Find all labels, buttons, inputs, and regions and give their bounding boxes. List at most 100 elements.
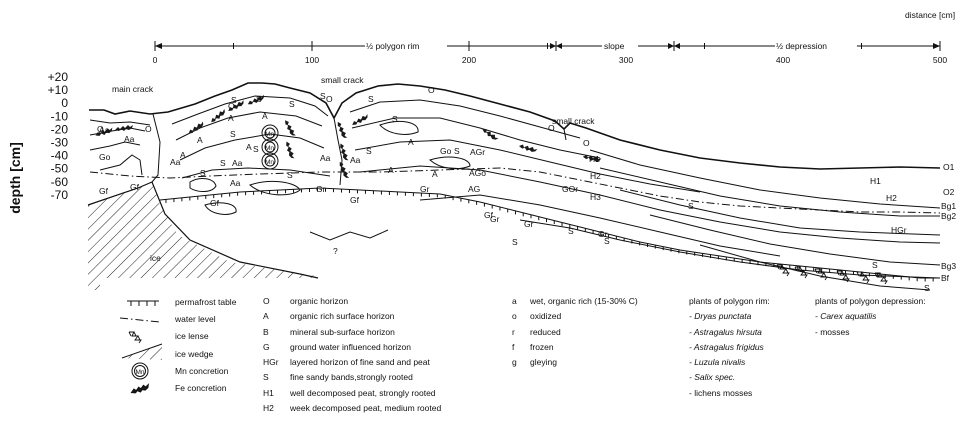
horizon-label: O2 [943, 187, 955, 197]
rim-plant: - Luzula nivalis [689, 355, 770, 370]
horizon-label: Aa [320, 153, 331, 163]
horizon-label: Bg1 [941, 201, 956, 211]
horizon-label: O [145, 124, 152, 134]
y-tick-label: -40 [51, 149, 69, 163]
legend-horizon-code: H2 [263, 401, 279, 416]
legend-suffix-desc: gleying [530, 355, 638, 370]
y-tick-label: +20 [48, 70, 69, 84]
depression-plants-title: plants of polygon depression: [815, 294, 926, 309]
distance-axis: distance [cm] 0100200300400500 [153, 10, 955, 65]
horizon-label: S [568, 226, 574, 236]
horizon-label: A [197, 135, 203, 145]
horizon-label: A [228, 113, 234, 123]
legend-rim-plants: plants of polygon rim: - Dryas punctata … [689, 294, 770, 401]
horizon-label: Mn [265, 145, 274, 152]
horizon-label: H1 [870, 176, 881, 186]
horizon-label: Gr [524, 219, 534, 229]
legend-depression-plants: plants of polygon depression: - Carex aq… [815, 294, 926, 340]
legend-ice-lense-symbol [129, 332, 141, 343]
horizon-label: H1 [589, 154, 600, 164]
horizon-label: H2 [886, 193, 897, 203]
horizon-label: Mn [265, 159, 274, 166]
horizon-label: S [253, 144, 259, 154]
horizon-label: S [366, 146, 372, 156]
legend-suffix-code: r [512, 325, 517, 340]
horizon-label: Gf [350, 195, 360, 205]
horizon-label: A [388, 165, 394, 175]
x-tick-label: 200 [462, 55, 476, 65]
legend-symbol-label: ice lense [175, 328, 236, 345]
horizon-label: AGo [469, 168, 486, 178]
horizon-label: Bg2 [941, 211, 956, 221]
horizon-label: Gr [316, 184, 326, 194]
horizon-label: S [231, 95, 237, 105]
legend-horizon-desc: layered horizon of fine sand and peat [290, 355, 441, 370]
legend-horizon-desc: mineral sub-surface horizon [290, 325, 441, 340]
legend-suffix-desc: frozen [530, 340, 638, 355]
y-tick-label: -70 [51, 188, 69, 202]
horizon-label: AG [468, 184, 480, 194]
y-tick-label: +10 [48, 83, 69, 97]
legend-suffix-code: o [512, 309, 517, 324]
x-tick-label: 0 [153, 55, 158, 65]
horizon-label: S [688, 201, 694, 211]
rim-plant: - lichens mosses [689, 386, 770, 401]
horizon-label: S [200, 168, 206, 178]
horizon-label: Gf [130, 182, 140, 192]
horizon-label: Go [440, 146, 452, 156]
horizon-label: Bf [941, 273, 950, 283]
legend-suffix-desc: oxidized [530, 309, 638, 324]
horizon-label: H2 [590, 171, 601, 181]
horizon-label: Aa [350, 155, 361, 165]
horizon-label: Aa [230, 178, 241, 188]
y-tick-label: -60 [51, 175, 69, 189]
zone-slope-label: slope [604, 41, 625, 51]
horizon-label: S [230, 129, 236, 139]
permafrost-table [160, 188, 940, 278]
rim-plants-title: plants of polygon rim: [689, 294, 770, 309]
small-crack-top-label: small crack [321, 75, 364, 85]
question-mark: ? [333, 246, 338, 256]
ground-surface [89, 83, 940, 169]
horizon-label: S [454, 146, 460, 156]
legend-horizon-desc: organic horizon [290, 294, 441, 309]
legend-ice-wedge-symbol [122, 344, 162, 360]
legend-permafrost-symbol [127, 301, 159, 306]
y-tick-label: -20 [51, 122, 69, 136]
horizon-label: HGr [891, 225, 907, 235]
x-tick-label: 400 [776, 55, 790, 65]
rim-plant: - Astragalus hirsuta [689, 325, 770, 340]
legend-suffix-codes: a o r f g [512, 294, 517, 370]
rim-plant: - Astragalus frigidus [689, 340, 770, 355]
horizon-label: A [408, 137, 414, 147]
y-tick-label: -30 [51, 136, 69, 150]
horizon-label: Gf [99, 186, 109, 196]
horizon-label: S [872, 260, 878, 270]
small-crack-right-label: small crack [552, 116, 595, 126]
horizon-label: S [256, 94, 262, 104]
horizon-label: A [262, 111, 268, 121]
depression-plant: - mosses [815, 325, 926, 340]
legend-suffix-desc: wet, organic rich (15-30% C) [530, 294, 638, 309]
legend-fe-symbol [131, 384, 150, 393]
horizon-label: Gr [598, 229, 608, 239]
horizon-label: H3 [590, 192, 601, 202]
legend-horizon-descriptions: organic horizon organic rich surface hor… [290, 294, 441, 416]
horizon-label: Go [99, 152, 111, 162]
legend-symbols: Mn [120, 301, 162, 394]
legend-suffix-code: f [512, 340, 517, 355]
rim-plant: - Dryas punctata [689, 309, 770, 324]
x-tick-label: 500 [933, 55, 947, 65]
ice-label: ice [150, 253, 161, 263]
y-tick-label: -10 [51, 109, 69, 123]
legend-suffix-code: a [512, 294, 517, 309]
horizon-label: S [368, 94, 374, 104]
legend-water-symbol [120, 318, 160, 322]
horizon-label: GOr [562, 184, 578, 194]
horizon-label: Gr [490, 214, 500, 224]
legend-horizon-code: O [263, 294, 279, 309]
legend-symbol-label: permafrost table [175, 294, 236, 311]
zone-rim-label: ½ polygon rim [366, 41, 419, 51]
ice-lenses [777, 265, 887, 284]
